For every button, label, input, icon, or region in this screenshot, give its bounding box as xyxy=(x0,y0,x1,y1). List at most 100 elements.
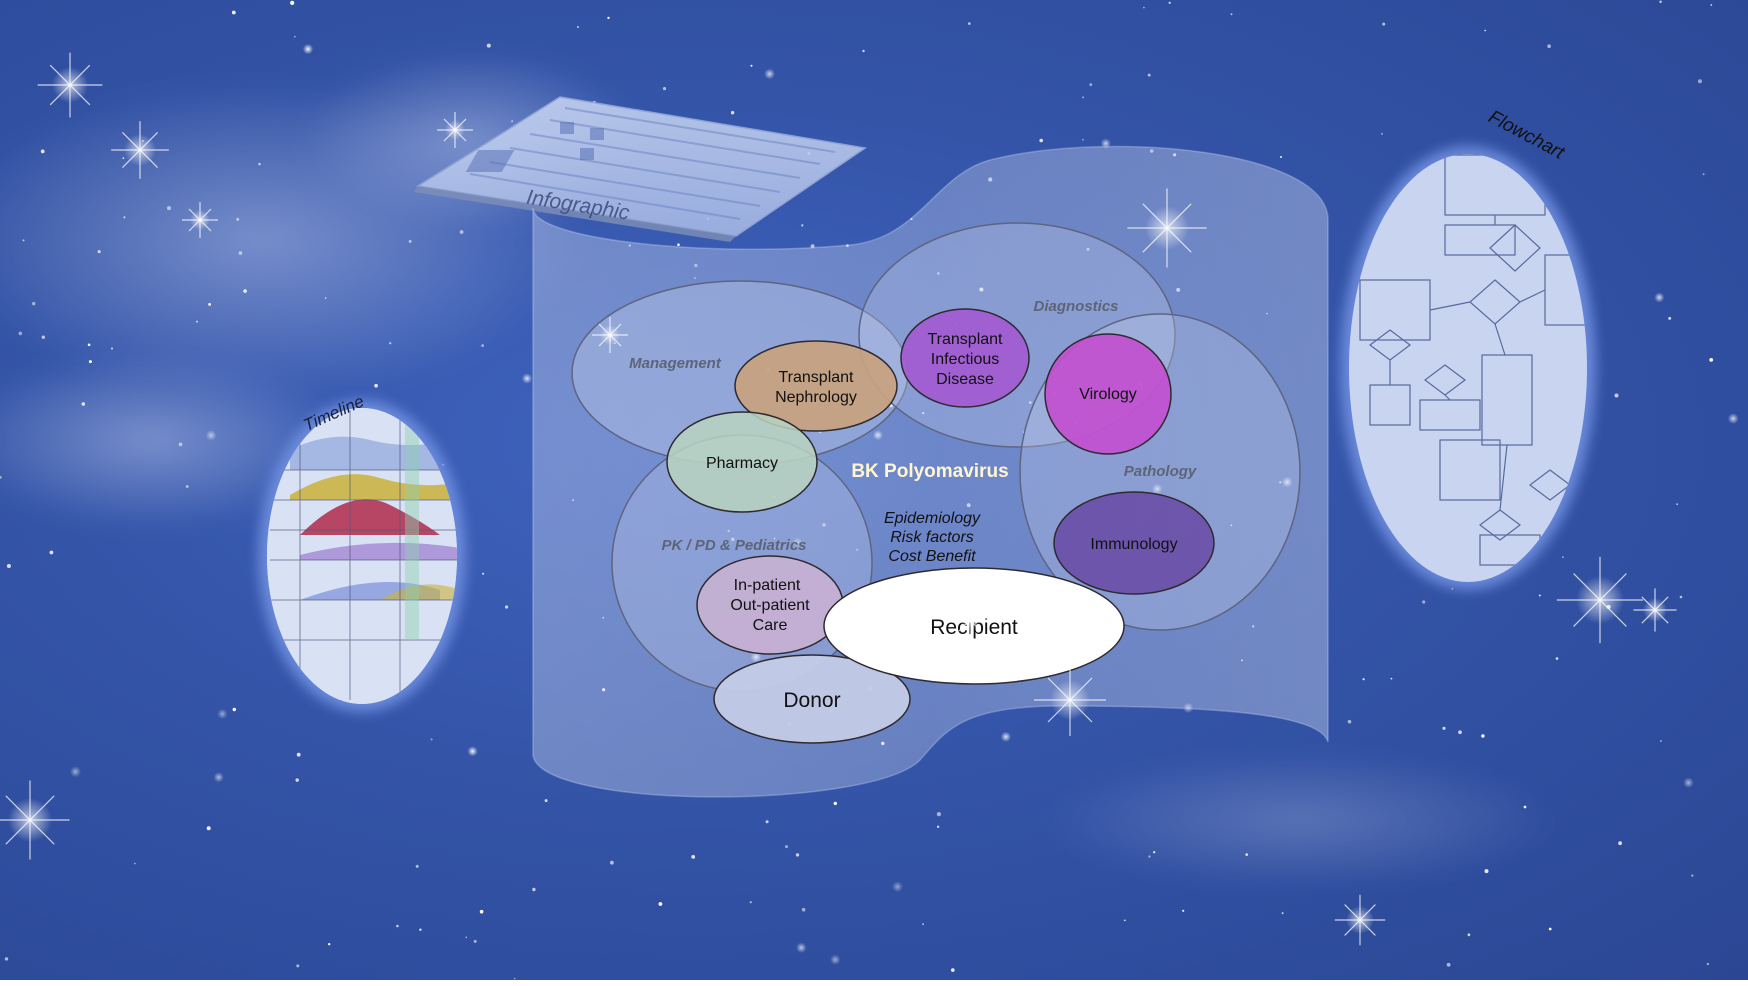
sparkle-star xyxy=(952,602,988,638)
pharmacy-label: Pharmacy xyxy=(706,455,778,472)
care-line3: Care xyxy=(753,617,788,634)
star xyxy=(123,216,126,219)
star xyxy=(532,887,536,892)
star xyxy=(1654,292,1665,303)
star xyxy=(1618,841,1622,846)
star xyxy=(243,289,247,293)
star xyxy=(1548,927,1552,931)
sparkle-star xyxy=(111,121,169,179)
star xyxy=(81,402,86,406)
foreground-stars xyxy=(0,52,1677,946)
tid-line3: Disease xyxy=(936,371,994,388)
star xyxy=(296,752,301,757)
immunology-label: Immunology xyxy=(1090,536,1177,553)
star xyxy=(296,964,300,968)
sparkle-star xyxy=(1556,556,1644,644)
management-label: Management xyxy=(629,355,722,372)
star xyxy=(730,111,735,115)
specialty-care[interactable]: In-patient Out-patient Care xyxy=(696,555,844,655)
star xyxy=(110,347,114,350)
star xyxy=(1442,726,1446,730)
star xyxy=(1702,173,1705,176)
star xyxy=(4,957,9,961)
star xyxy=(1089,83,1093,86)
star xyxy=(810,244,815,249)
star xyxy=(389,342,392,345)
star xyxy=(1668,316,1672,320)
care-line1: In-patient xyxy=(734,577,801,594)
star xyxy=(32,301,36,306)
star xyxy=(481,344,484,347)
center-topic-3: Cost Benefit xyxy=(888,548,976,565)
star xyxy=(87,343,91,347)
star xyxy=(479,909,484,914)
specialty-pharmacy[interactable]: Pharmacy xyxy=(666,411,818,513)
virology-label: Virology xyxy=(1079,386,1137,403)
star xyxy=(1706,962,1710,966)
star xyxy=(97,250,101,254)
star xyxy=(750,64,753,67)
star xyxy=(765,820,769,824)
flowchart-panel[interactable]: Flowchart xyxy=(1340,107,1605,590)
star xyxy=(1153,851,1156,854)
star xyxy=(1484,29,1486,32)
star xyxy=(473,939,477,943)
diagnostics-label: Diagnostics xyxy=(1033,298,1118,315)
star xyxy=(1082,138,1084,141)
star xyxy=(577,26,579,28)
specialty-virology[interactable]: Virology xyxy=(1044,333,1172,455)
star xyxy=(70,766,81,778)
star xyxy=(922,923,924,926)
star xyxy=(1362,678,1365,681)
star xyxy=(830,954,841,965)
star xyxy=(1481,734,1485,738)
pathology-label: Pathology xyxy=(1124,463,1197,480)
star xyxy=(658,902,663,906)
pk-pd-pediatrics-label: PK / PD & Pediatrics xyxy=(661,537,806,554)
sparkle-star xyxy=(1334,894,1386,946)
star xyxy=(892,881,903,893)
star xyxy=(178,442,183,447)
star xyxy=(1683,777,1694,788)
star xyxy=(88,360,92,364)
star xyxy=(1382,22,1386,26)
center-topic-1: Epidemiology xyxy=(884,510,981,527)
specialty-transplant-infectious-disease[interactable]: Transplant Infectious Disease xyxy=(900,308,1030,408)
star xyxy=(324,297,327,299)
specialty-immunology[interactable]: Immunology xyxy=(1053,491,1215,595)
sparkle-star xyxy=(592,317,628,353)
timeline-panel[interactable]: Timeline xyxy=(258,392,470,720)
star xyxy=(396,924,399,928)
star xyxy=(691,855,696,859)
star xyxy=(833,801,837,806)
star xyxy=(1484,869,1489,874)
star xyxy=(22,239,25,242)
star xyxy=(521,373,533,384)
star xyxy=(134,862,136,865)
star xyxy=(1676,503,1679,506)
star xyxy=(1039,138,1043,143)
star xyxy=(486,43,491,48)
star xyxy=(936,812,942,817)
star xyxy=(328,943,331,946)
star xyxy=(1709,358,1714,362)
star xyxy=(205,429,217,441)
star xyxy=(1697,79,1702,84)
infographic-panel[interactable]: Infographic xyxy=(414,96,867,242)
star xyxy=(1281,912,1284,914)
donor-node[interactable]: Donor xyxy=(713,654,911,744)
star xyxy=(185,485,189,488)
star xyxy=(1380,132,1383,135)
sparkle-star xyxy=(1633,588,1677,632)
star xyxy=(607,16,610,20)
star xyxy=(1280,156,1282,158)
center-topic-2: Risk factors xyxy=(890,529,974,546)
star xyxy=(801,224,804,227)
sparkle-star xyxy=(0,780,70,860)
star xyxy=(1422,600,1426,604)
star xyxy=(1555,657,1559,660)
star xyxy=(217,708,228,720)
specialty-transplant-nephrology[interactable]: Transplant Nephrology xyxy=(734,340,898,432)
star xyxy=(951,968,955,972)
